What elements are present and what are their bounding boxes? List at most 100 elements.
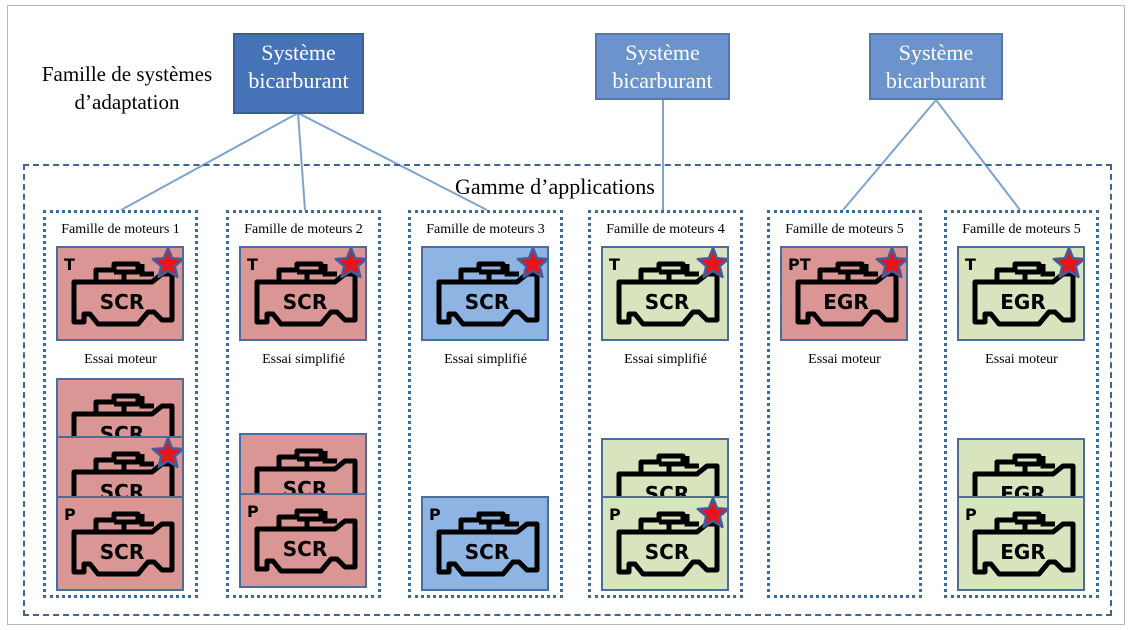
engine-outline (71, 521, 175, 577)
engine-icon: SCR (436, 248, 547, 327)
engine-valve-shape (1015, 456, 1055, 469)
engine-valve-shape (297, 451, 337, 464)
engine-prefix: P (247, 502, 259, 521)
engine-outline (254, 271, 358, 327)
engine-valve-shape (479, 264, 519, 277)
test-type-label: Essai moteur (84, 352, 157, 367)
engine-prefix: T (965, 255, 976, 274)
test-type-label: Essai moteur (985, 352, 1058, 367)
engine-valve-shape (1015, 264, 1055, 277)
engine-valve-shape (479, 514, 519, 527)
engine-icon: T SCR (247, 248, 365, 327)
engine-label: EGR (1000, 290, 1045, 314)
engine-valve-shape (297, 264, 337, 277)
star-icon (334, 248, 365, 279)
engine-label: SCR (645, 540, 689, 564)
engine-outline (795, 271, 899, 327)
engine-card: T SCR (239, 246, 367, 341)
engine-outline (972, 271, 1076, 327)
test-type-label: Essai simplifié (262, 352, 345, 367)
dual-fuel-system-box: Système bicarburant (233, 33, 364, 114)
engine-valve-shape (114, 396, 154, 409)
engine-icon: T EGR (965, 248, 1083, 327)
engine-valve-shape (114, 454, 154, 467)
star-icon (875, 248, 906, 279)
engine-family-title: Famille de moteurs 5 (962, 222, 1081, 237)
connector-line (297, 112, 488, 211)
engine-family-title: Famille de moteurs 5 (785, 222, 904, 237)
system-label-line: Système (898, 40, 974, 65)
engine-family-title: Famille de moteurs 4 (606, 222, 725, 237)
engine-card: P SCR (56, 496, 184, 591)
star-icon (696, 248, 727, 279)
engine-valve-shape (114, 514, 154, 527)
engine-outline (972, 521, 1076, 577)
adaptation-family-label: Famille de systèmes d’adaptation (32, 60, 222, 116)
engine-card: T EGR (957, 246, 1085, 341)
star-icon (151, 438, 182, 469)
diagram-frame (7, 5, 1125, 625)
dual-fuel-system-box: Système bicarburant (869, 33, 1003, 100)
star-icon (516, 248, 547, 279)
connector-line (297, 112, 306, 211)
system-label-line: bicarburant (248, 68, 349, 93)
engine-outline (71, 271, 175, 327)
star-icon (151, 248, 182, 279)
test-type-label: Essai simplifié (624, 352, 707, 367)
engine-valve-shape (297, 511, 337, 524)
engine-family-title: Famille de moteurs 2 (244, 222, 363, 237)
engine-family-column: Famille de moteurs 2 T SCR Essai simplifié S… (226, 210, 381, 598)
engine-outline (616, 521, 720, 577)
engine-outline (436, 521, 540, 577)
engine-label: EGR (823, 290, 868, 314)
engine-valve-shape (659, 514, 699, 527)
engine-prefix: T (247, 255, 258, 274)
engine-prefix: P (609, 505, 621, 524)
connector-line (935, 99, 1021, 211)
engine-label: SCR (465, 540, 509, 564)
engine-label: SCR (100, 540, 144, 564)
engine-outline (436, 271, 540, 327)
engine-label: SCR (465, 290, 509, 314)
system-label-line: bicarburant (885, 68, 987, 93)
engine-prefix: P (64, 505, 76, 524)
engine-prefix: T (609, 255, 620, 274)
engine-prefix: T (64, 255, 75, 274)
engine-family-column: Famille de moteurs 5 T EGR Essai moteur EGR P… (944, 210, 1099, 598)
engine-family-title: Famille de moteurs 1 (61, 222, 180, 237)
engine-card: SCR (421, 246, 549, 341)
engine-valve-shape (1015, 514, 1055, 527)
engine-label: SCR (283, 290, 327, 314)
engine-icon: P SCR (609, 498, 727, 577)
engine-label: SCR (645, 290, 689, 314)
engine-outline (254, 518, 358, 574)
application-range-box (23, 164, 1112, 616)
family-label-line: Famille de systèmes (41, 62, 213, 86)
application-range-title: Gamme d’applications (455, 174, 655, 199)
dual-fuel-system-box: Système bicarburant (595, 33, 730, 100)
test-type-label: Essai moteur (808, 352, 881, 367)
engine-valve-shape (114, 264, 154, 277)
engine-prefix: P (965, 505, 977, 524)
engine-card: T SCR (601, 246, 729, 341)
engine-valve-shape (659, 264, 699, 277)
system-label-line: bicarburant (612, 68, 713, 93)
system-label-line: Système (625, 40, 700, 65)
engine-valve-shape (659, 456, 699, 469)
engine-card: P SCR (601, 496, 729, 591)
family-label-line: d’adaptation (74, 90, 180, 114)
